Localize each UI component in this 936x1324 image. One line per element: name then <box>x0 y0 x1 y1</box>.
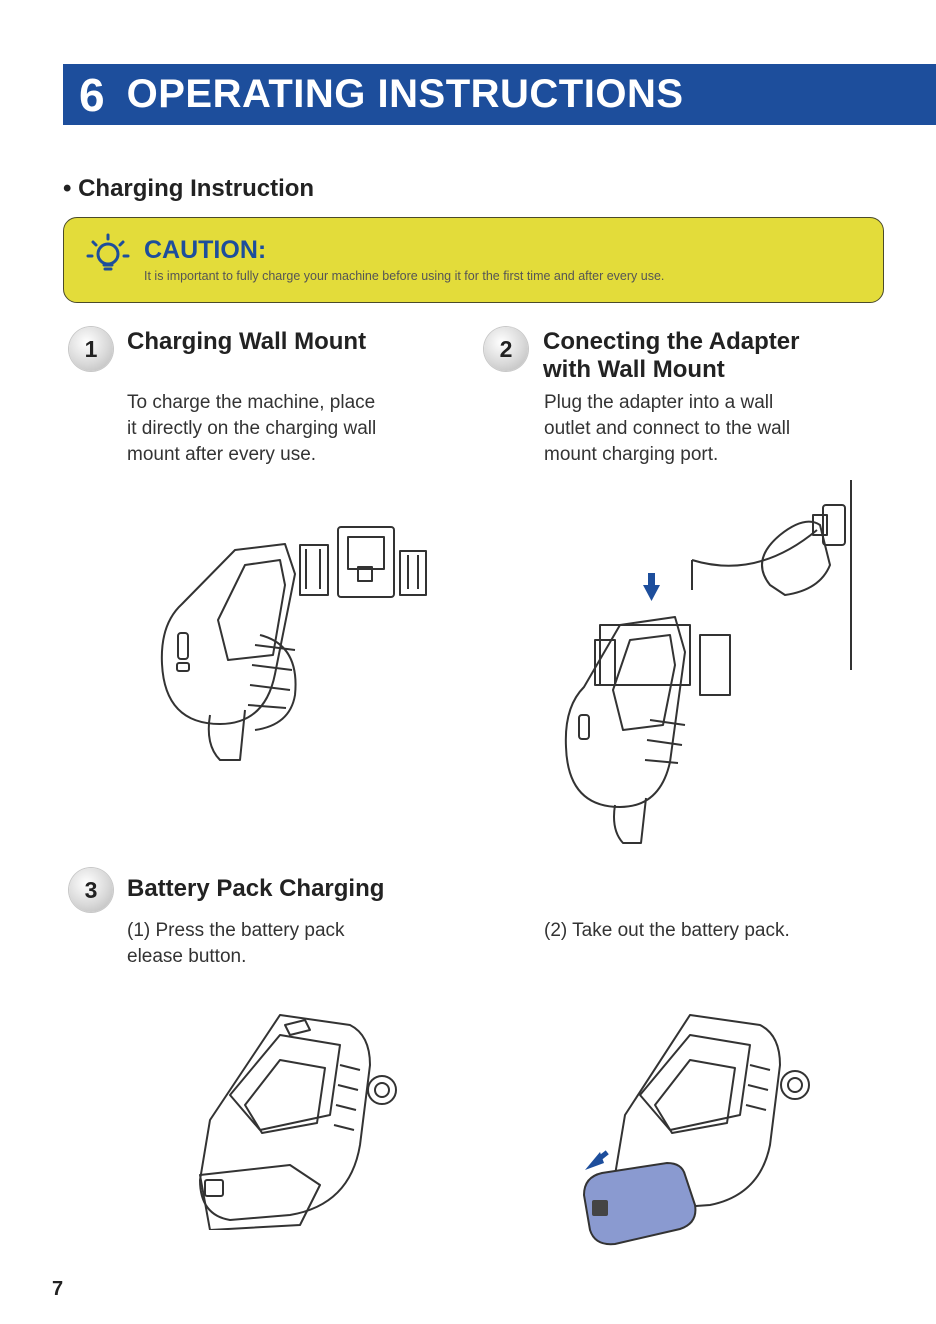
section-header: 6 OPERATING INSTRUCTIONS <box>63 64 936 125</box>
step-1-text: To charge the machine, place it directly… <box>127 390 376 468</box>
step-2-title: Conecting the Adapter with Wall Mount <box>543 328 799 384</box>
section-number: 6 <box>79 68 105 121</box>
step-2-badge: 2 <box>484 327 528 371</box>
battery-release-button-shape <box>592 1200 608 1216</box>
battery-removal-illustration <box>582 1014 810 1246</box>
caution-text: It is important to fully charge your mac… <box>144 269 665 283</box>
step-2-line: outlet and connect to the wall <box>544 418 791 439</box>
step-3-sub2-line: (2) Take out the battery pack. <box>544 920 790 941</box>
section-title: OPERATING INSTRUCTIONS <box>126 72 684 116</box>
step-1-line: mount after every use. <box>127 444 317 465</box>
step-3-sub2-text: (2) Take out the battery pack. <box>544 918 790 944</box>
step-3-badge: 3 <box>69 868 113 912</box>
subsection-title: • Charging Instruction <box>63 175 315 202</box>
lightbulb-icon <box>84 232 134 287</box>
step-1-badge: 1 <box>69 327 113 371</box>
step-2-title-line: with Wall Mount <box>543 356 725 383</box>
step-2-line: Plug the adapter into a wall <box>544 392 774 413</box>
page-number: 7 <box>52 1278 64 1300</box>
step-1-line: To charge the machine, place <box>127 392 376 413</box>
caution-title: CAUTION: <box>144 236 267 264</box>
arrow-icon <box>585 1150 609 1170</box>
battery-release-illustration <box>199 1014 397 1230</box>
step-3-sub1-line: (1) Press the battery pack <box>127 920 345 941</box>
step-3-sub1-line: elease button. <box>127 946 247 967</box>
caution-box: CAUTION: It is important to fully charge… <box>63 217 884 303</box>
adapter-wall-mount-illustration <box>564 480 852 844</box>
step-1-line: it directly on the charging wall <box>127 418 377 439</box>
step-1-title: Charging Wall Mount <box>127 328 367 355</box>
battery-pack-shape <box>582 1161 697 1246</box>
vacuum-wall-mount-illustration <box>160 526 427 761</box>
step-2-text: Plug the adapter into a wall outlet and … <box>544 390 790 468</box>
step-2-title-line: Conecting the Adapter <box>543 328 800 355</box>
step-3-sub1-text: (1) Press the battery pack elease button… <box>127 918 345 970</box>
step-2-line: mount charging port. <box>544 444 719 465</box>
step-3-title: Battery Pack Charging <box>127 875 385 902</box>
